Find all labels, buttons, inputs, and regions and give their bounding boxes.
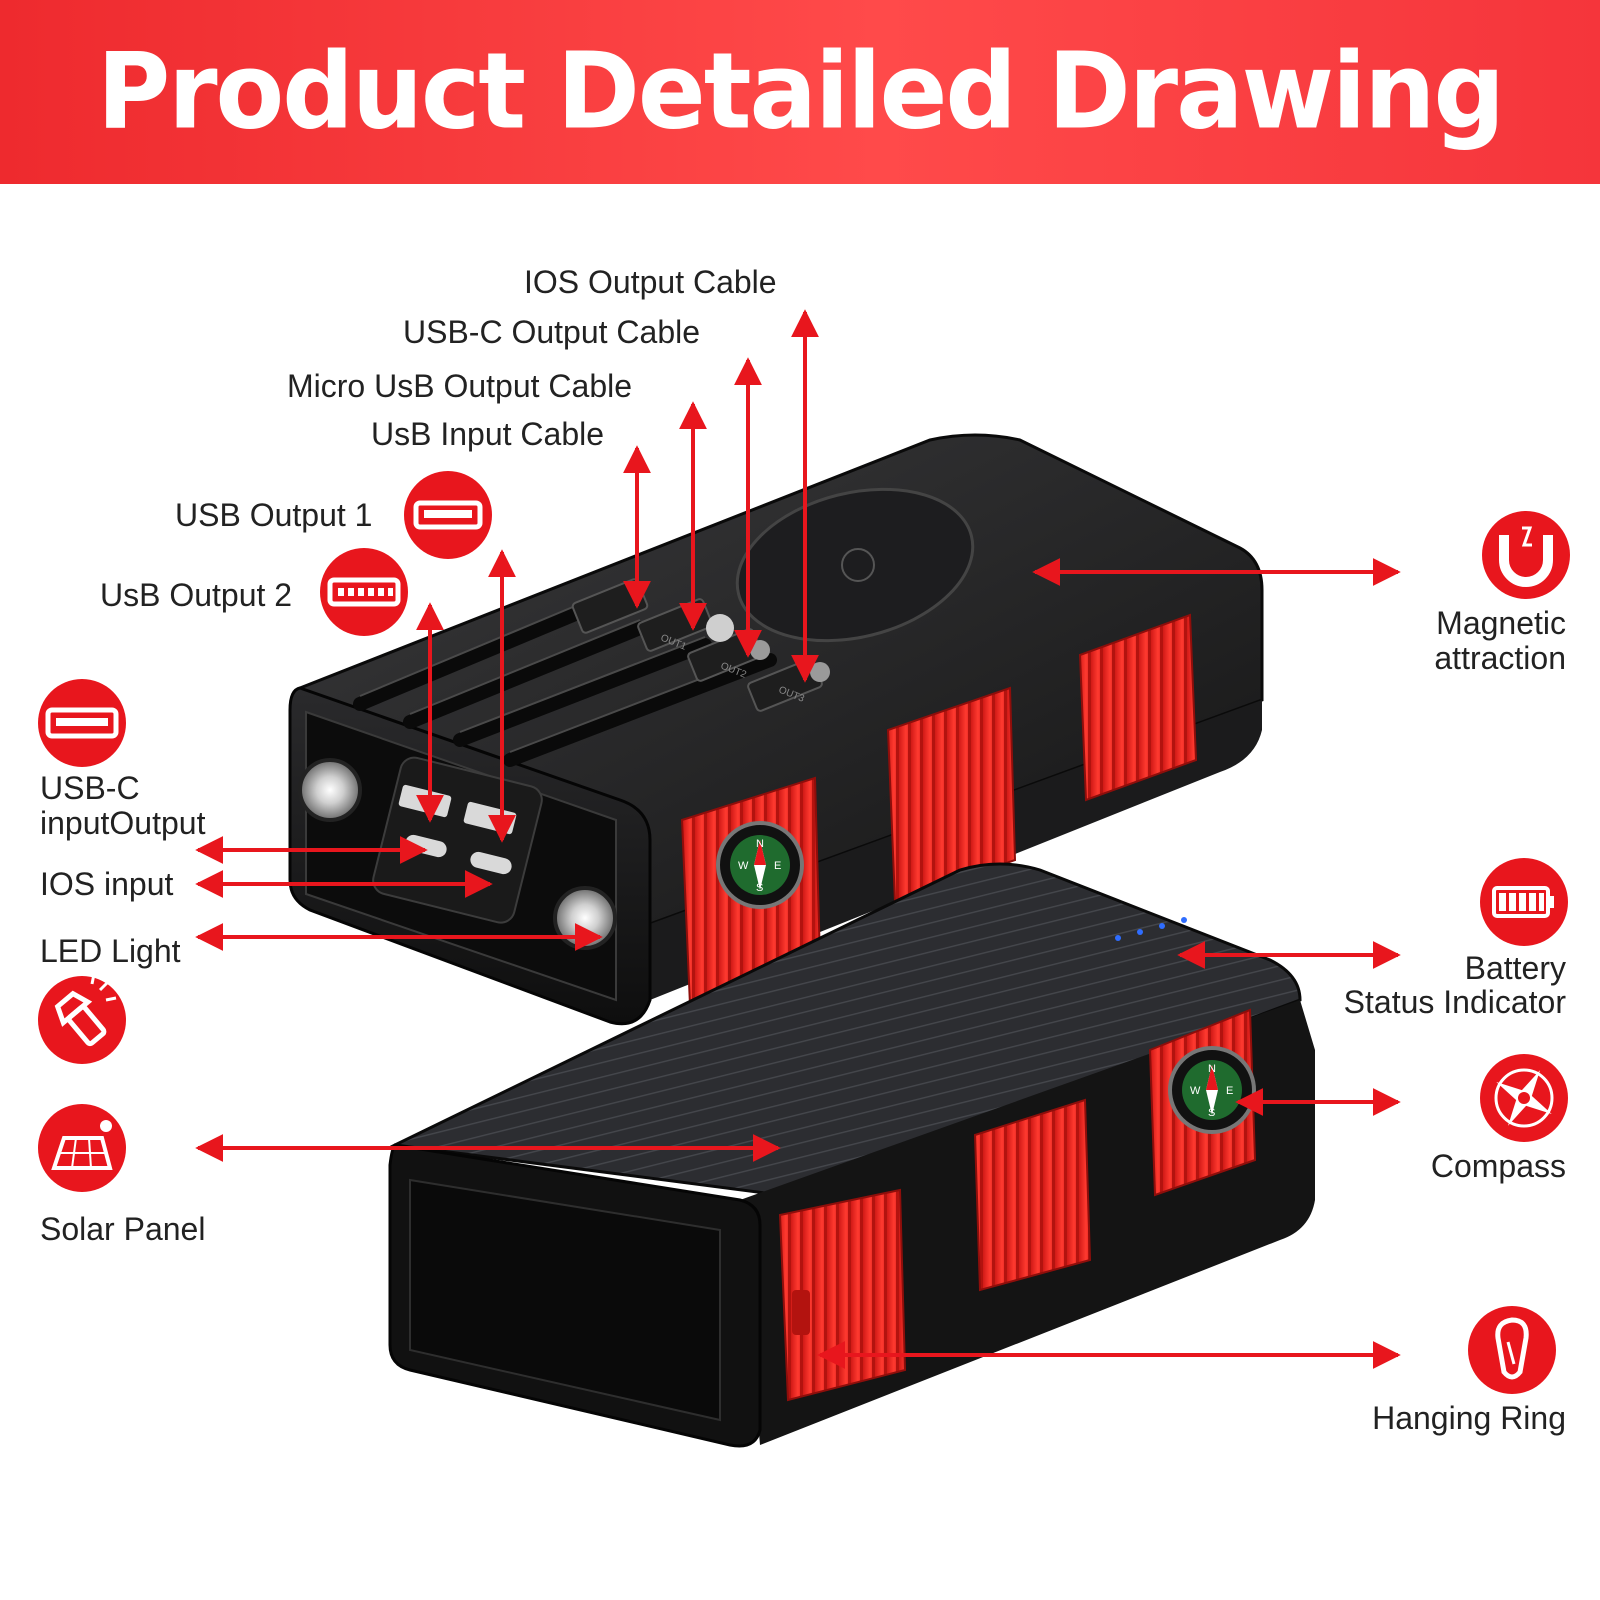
label-hanging-ring: Hanging Ring: [1372, 1400, 1566, 1436]
usbc-input-output-icon: [38, 679, 126, 767]
label-ios-input: IOS input: [40, 866, 174, 902]
compass-letter-s: S: [1208, 1107, 1215, 1119]
magnet-icon: [1482, 511, 1570, 599]
label-solar-panel: Solar Panel: [40, 1211, 206, 1247]
label-usbc-line1: USB-C: [40, 770, 140, 806]
solar-panel-icon: [38, 1104, 126, 1192]
label-magnetic-line2: attraction: [1434, 640, 1566, 676]
label-usb-output-1: USB Output 1: [175, 497, 373, 533]
compass-letter-w: W: [738, 860, 749, 872]
solar-panel-surface: [389, 862, 1302, 1197]
compass-letter-e: E: [774, 860, 781, 872]
label-usbc-output-cable: USB-C Output Cable: [403, 314, 701, 350]
page-title: Product Detailed Drawing: [96, 30, 1505, 153]
hanging-ring-slot: [792, 1290, 810, 1335]
usb-output-2-icon: [320, 548, 408, 636]
compass-letter-s: S: [756, 882, 763, 894]
lightning-port: [470, 851, 512, 875]
label-compass: Compass: [1430, 1148, 1566, 1184]
battery-indicator-leds: [1115, 917, 1187, 941]
callout-arrows: [195, 309, 1401, 1369]
label-micro-usb-output-cable: Micro UsB Output Cable: [287, 368, 633, 404]
carabiner-icon: [1468, 1306, 1556, 1394]
compass-letter-n: N: [756, 838, 764, 850]
label-usbc-line2: inputOutput: [40, 805, 206, 841]
title-banner: Product Detailed Drawing: [0, 0, 1600, 184]
battery-icon: [1480, 858, 1568, 946]
led-light-left: [298, 758, 362, 822]
compass-letter-w: W: [1190, 1085, 1201, 1097]
compass-letter-e: E: [1226, 1085, 1233, 1097]
label-magnetic-line1: Magnetic: [1436, 605, 1566, 641]
compass-icon: [1480, 1054, 1568, 1142]
label-battery-line2: Status Indicator: [1343, 984, 1566, 1020]
label-led-light: LED Light: [40, 933, 181, 969]
label-usb-output-2: UsB Output 2: [100, 577, 293, 613]
compass-letter-n: N: [1208, 1063, 1216, 1075]
label-usb-input-cable: UsB Input Cable: [371, 416, 605, 452]
label-battery-line1: Battery: [1464, 950, 1566, 986]
label-ios-output-cable: IOS Output Cable: [524, 264, 777, 300]
usb-output-1-icon: [404, 471, 492, 559]
flashlight-icon: [38, 973, 126, 1064]
